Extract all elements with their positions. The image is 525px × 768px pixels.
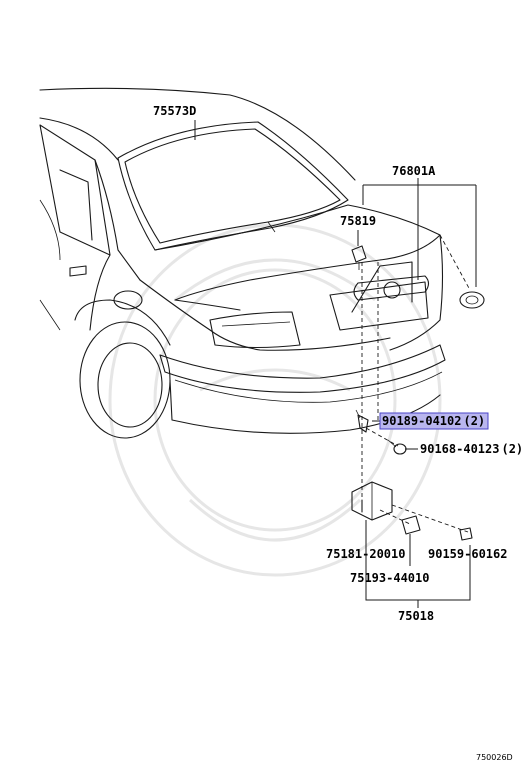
nut-90159-illustration [459,527,473,541]
qty-90189: (2) [463,414,485,428]
highlight-box [379,412,489,430]
car-body-illustration [39,87,446,439]
bushing-75193-illustration [401,515,421,535]
label-90168-40123[interactable]: 90168-40123(2) [420,442,523,456]
qty-90168: (2) [501,442,523,456]
diagram-code: 750026D [476,753,513,762]
label-75181-20010[interactable]: 75181-20010 [326,547,405,561]
label-76801A[interactable]: 76801A [392,164,436,178]
clip-75819-illustration [351,245,367,270]
label-75819[interactable]: 75819 [340,214,376,228]
bracket-75181-illustration [351,481,393,521]
assembly-lines [361,234,471,533]
garnish-illustration [351,261,430,313]
label-90189-04102[interactable]: 90189-04102(2) [382,414,485,428]
screw-90189-illustration [355,409,369,433]
label-75193-44010[interactable]: 75193-44010 [350,571,429,585]
label-75573D[interactable]: 75573D [153,104,196,118]
emblem-nut-illustration [459,291,485,309]
leader-lines [194,120,477,608]
label-90159-60162[interactable]: 90159-60162 [428,547,507,561]
label-75018[interactable]: 75018 [398,609,434,623]
